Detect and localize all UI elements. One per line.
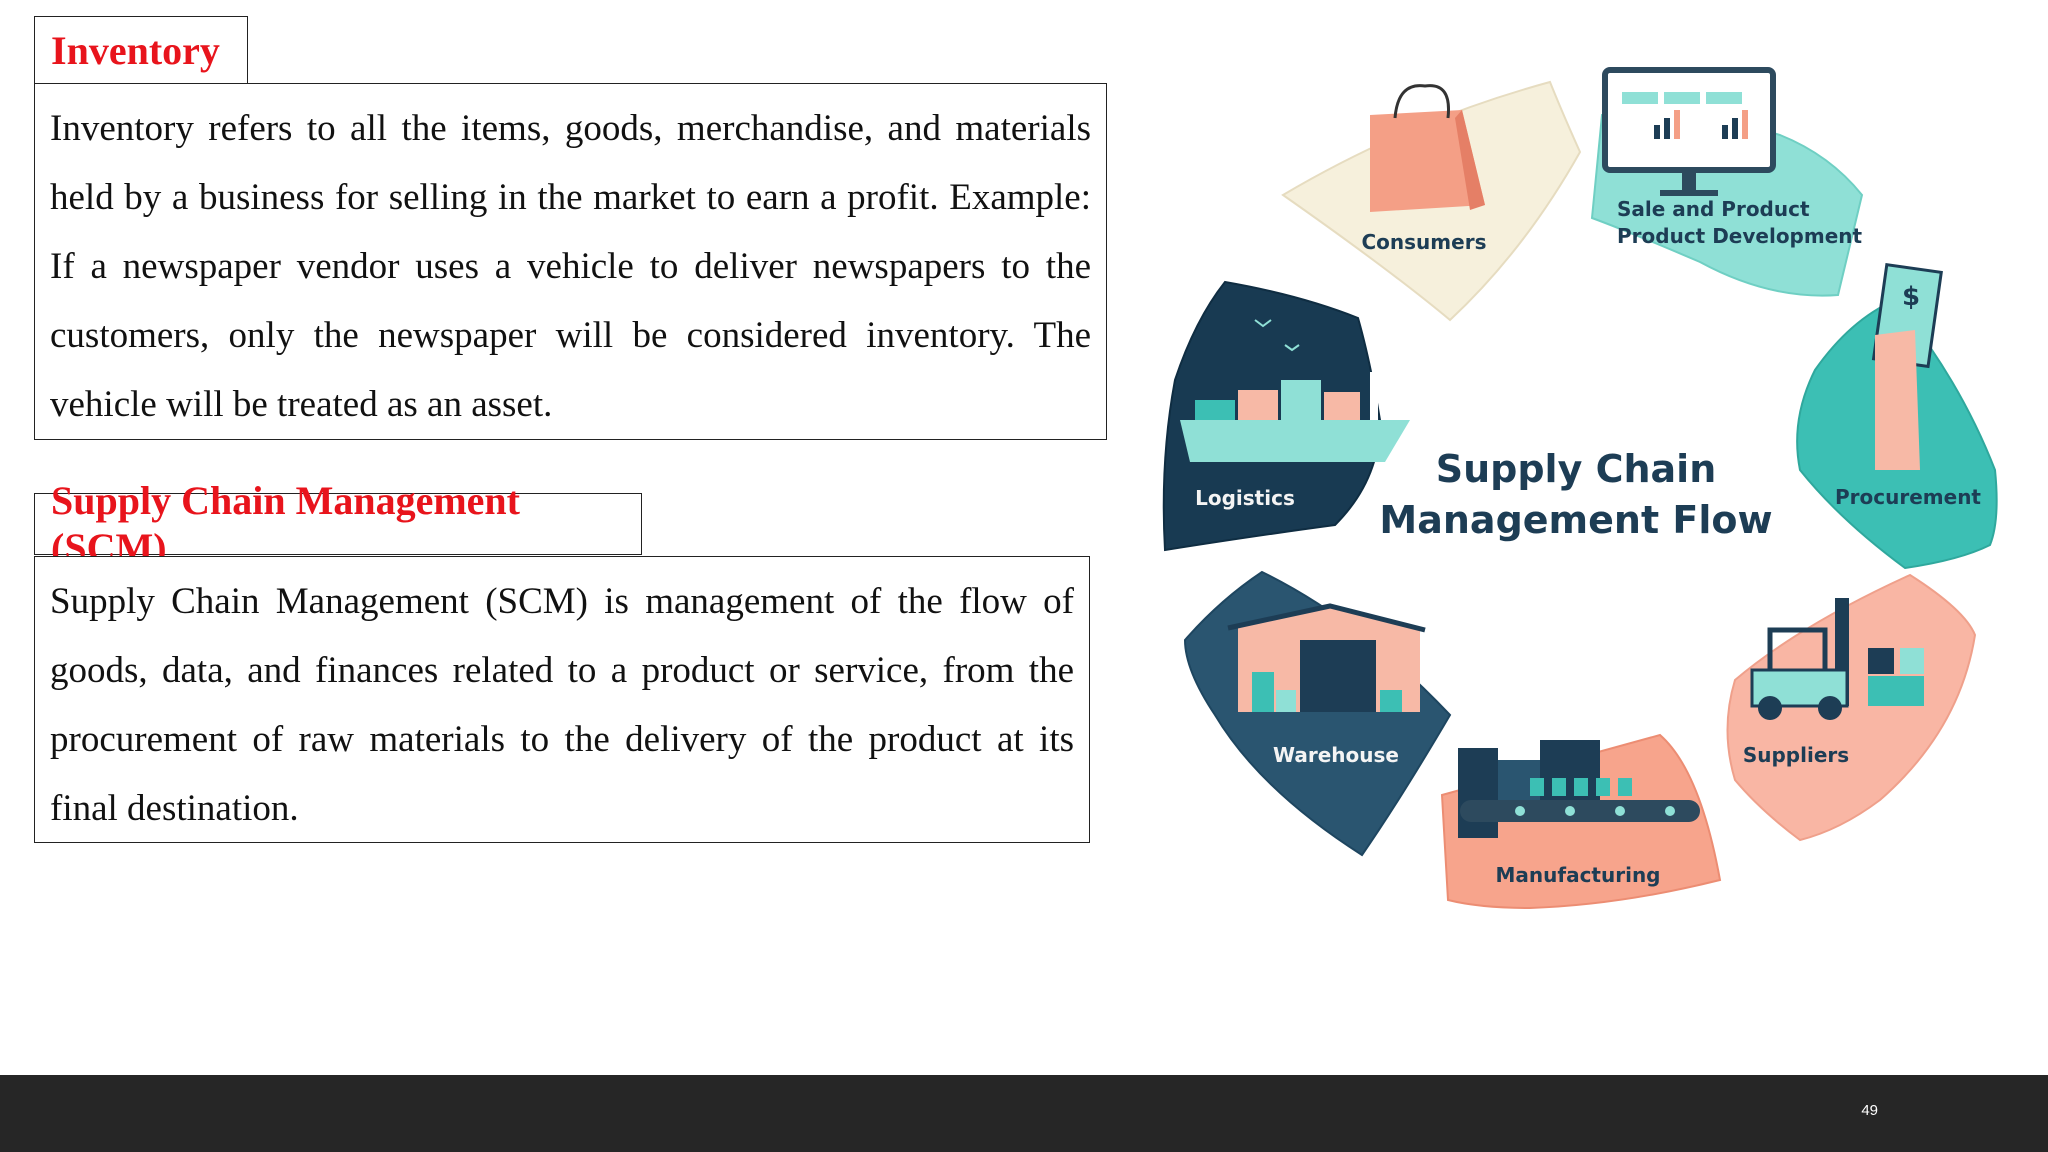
segment-label-procurement: Procurement xyxy=(1835,485,1981,509)
scm-definition-text: Supply Chain Management (SCM) is managem… xyxy=(50,581,1074,829)
page-number: 49 xyxy=(1861,1102,1878,1119)
scm-definition-box: Supply Chain Management (SCM) is managem… xyxy=(34,556,1090,843)
segment-manufacturing: Manufacturing xyxy=(1440,733,1722,910)
cargo-ship-icon xyxy=(1180,319,1410,462)
segment-label-suppliers: Suppliers xyxy=(1743,743,1849,767)
cash-hand-icon: $ xyxy=(1871,263,1943,470)
inventory-definition-box: Inventory refers to all the items, goods… xyxy=(34,83,1107,440)
segment-label-sale-line2: Product Development xyxy=(1617,224,1863,248)
segment-label-warehouse: Warehouse xyxy=(1273,743,1399,767)
diagram-center-title-line2: Management Flow xyxy=(1379,498,1772,542)
segment-label-sale-line1: Sale and Product xyxy=(1617,197,1810,221)
inventory-definition-text: Inventory refers to all the items, goods… xyxy=(50,108,1091,425)
inventory-title-box: Inventory xyxy=(34,16,248,84)
forklift-icon xyxy=(1750,598,1924,720)
segment-suppliers: Suppliers xyxy=(1726,573,1977,842)
segment-label-logistics: Logistics xyxy=(1195,486,1295,510)
segment-label-consumers: Consumers xyxy=(1362,230,1487,254)
scm-title: Supply Chain Management (SCM) xyxy=(51,478,520,570)
shopping-bag-icon xyxy=(1370,84,1485,212)
segment-warehouse: Warehouse xyxy=(1183,570,1452,857)
conveyor-belt-icon xyxy=(1458,740,1700,838)
segment-sale-product-development: Sale and Product Product Development xyxy=(1590,67,1864,297)
scm-title-box: Supply Chain Management (SCM) xyxy=(34,478,642,570)
svg-text:$: $ xyxy=(1902,282,1920,312)
segment-procurement: $ Procurement xyxy=(1796,263,1998,570)
supply-chain-flow-diagram: Consumers Sale and Product Product Devel… xyxy=(1162,67,1998,910)
segment-label-manufacturing: Manufacturing xyxy=(1496,863,1661,887)
inventory-title: Inventory xyxy=(51,27,220,73)
monitor-dashboard-icon xyxy=(1602,67,1776,196)
segment-logistics: Logistics xyxy=(1162,280,1410,552)
slide-footer-bar: 49 xyxy=(0,1075,2048,1152)
diagram-center-title-line1: Supply Chain xyxy=(1436,447,1717,491)
warehouse-building-icon xyxy=(1227,603,1426,712)
segment-consumers: Consumers xyxy=(1281,80,1582,322)
slide: Inventory Inventory refers to all the it… xyxy=(34,16,1998,910)
